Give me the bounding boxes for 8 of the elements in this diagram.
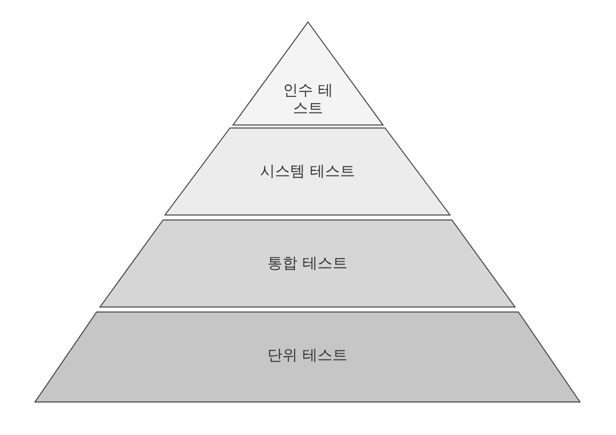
layer-label: 인수 테스트 (283, 81, 333, 117)
pyramid-apex (233, 22, 383, 125)
layer-label: 통합 테스트 (266, 254, 348, 272)
layer-label: 시스템 테스트 (259, 162, 356, 180)
pyramid-layer (100, 220, 515, 307)
pyramid-layer (35, 312, 580, 402)
pyramid-layer (165, 128, 450, 215)
layer-label: 단위 테스트 (266, 346, 348, 364)
